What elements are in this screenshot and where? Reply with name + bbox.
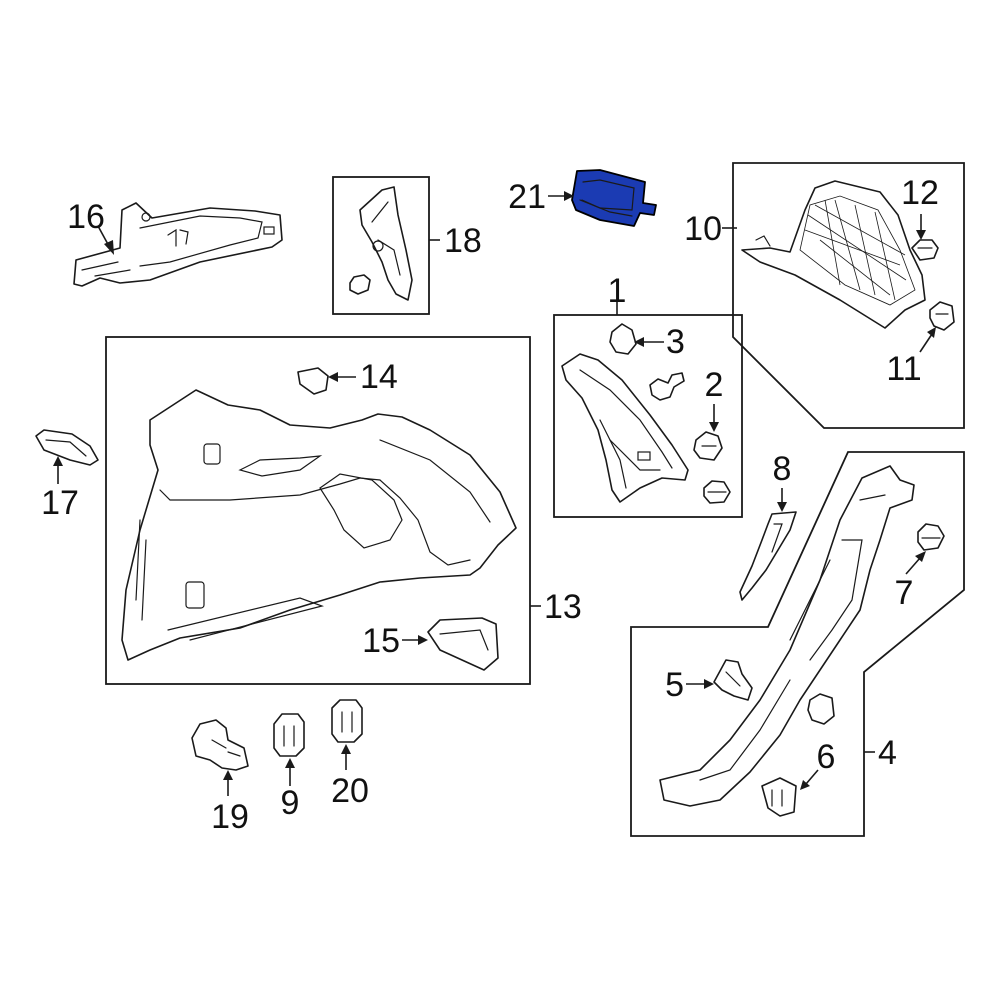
callout-16: 16 xyxy=(67,198,105,236)
callout-3: 3 xyxy=(666,323,685,361)
group-box-18 xyxy=(332,176,430,315)
part-7-clip xyxy=(917,523,945,551)
part-18-garnish xyxy=(349,186,413,301)
callout-15: 15 xyxy=(362,622,400,660)
callout-12: 12 xyxy=(901,174,939,212)
callout-8: 8 xyxy=(773,450,792,488)
callout-7: 7 xyxy=(895,574,914,612)
part-17-bracket xyxy=(35,429,99,466)
callout-2: 2 xyxy=(705,366,724,404)
part-9-fastener xyxy=(273,713,305,757)
callout-11: 11 xyxy=(886,350,921,388)
callout-21: 21 xyxy=(508,178,546,216)
callout-19: 19 xyxy=(211,798,249,836)
part-1-grommet xyxy=(703,480,731,504)
group-box-13 xyxy=(105,336,531,685)
leader-lines xyxy=(53,191,936,796)
callout-9: 9 xyxy=(281,784,300,822)
part-19-fastener xyxy=(191,719,249,771)
callout-1: 1 xyxy=(608,272,627,310)
group-box-10 xyxy=(732,162,965,429)
callout-10: 10 xyxy=(684,210,722,248)
callout-17: 17 xyxy=(41,484,79,522)
part-1-bolt xyxy=(649,372,685,401)
callout-4: 4 xyxy=(878,734,897,772)
part-3-clip xyxy=(609,323,637,355)
part-12-clip xyxy=(911,239,939,261)
part-15-cover xyxy=(427,617,499,671)
part-20-fastener xyxy=(331,699,363,743)
callout-6: 6 xyxy=(817,738,836,776)
part-4-pillar-trim xyxy=(659,465,915,807)
part-4-small-bracket xyxy=(807,693,835,725)
callout-labels: 16 18 21 10 12 11 1 3 2 14 13 15 17 19 9… xyxy=(41,174,939,836)
part-11-retainer xyxy=(929,301,955,331)
callout-14: 14 xyxy=(360,358,398,396)
callout-13: 13 xyxy=(544,588,582,626)
part-10-quarter-trim xyxy=(741,180,926,329)
group-box-4 xyxy=(630,451,965,837)
part-1-pillar-trim xyxy=(561,353,689,503)
group-box-1 xyxy=(553,314,743,518)
part-5-clip xyxy=(713,659,753,701)
part-14-clip xyxy=(297,367,329,395)
part-2-clip xyxy=(693,431,723,461)
part-6-clip xyxy=(761,777,797,817)
part-13-quarter-trim-panel xyxy=(121,389,517,661)
callout-18: 18 xyxy=(444,222,482,260)
part-16-bracket xyxy=(73,202,283,287)
callout-20: 20 xyxy=(331,772,369,810)
callout-5: 5 xyxy=(665,666,684,704)
part-21-highlighted-trim xyxy=(571,169,657,227)
part-8-panel xyxy=(739,511,797,601)
